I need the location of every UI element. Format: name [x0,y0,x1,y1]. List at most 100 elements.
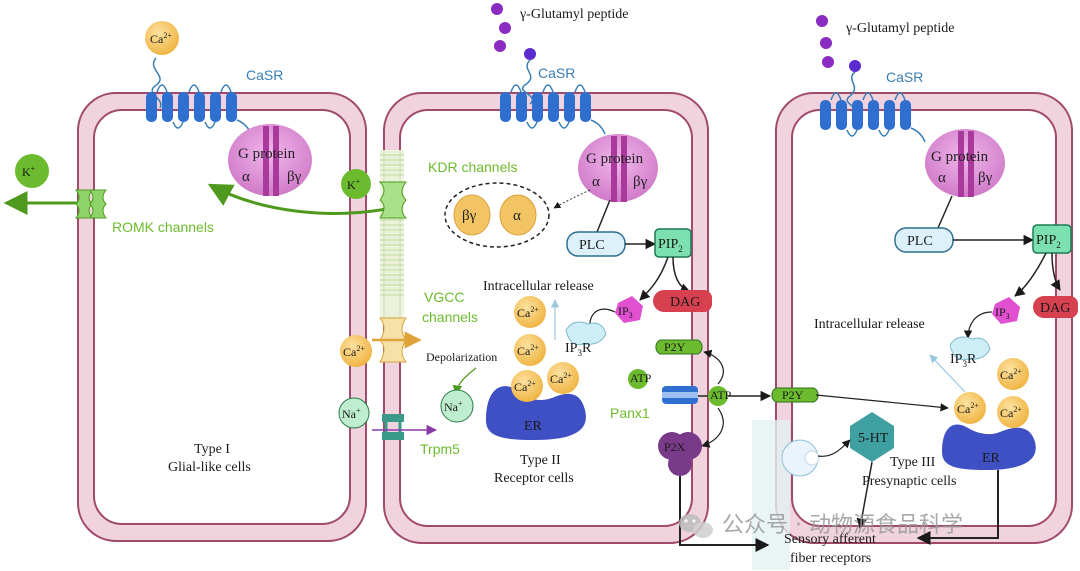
p2x-receptor: P2X [658,432,702,476]
svg-text:Na+: Na+ [342,406,361,421]
svg-text:Ca2+: Ca2+ [1000,405,1022,420]
svg-text:IP3: IP3 [618,304,633,320]
g-protein-2: G protein α βγ [578,134,658,202]
svg-text:P2Y: P2Y [664,340,686,354]
cell-3-subtitle: Presynaptic cells [862,474,956,489]
sensory-label-2: fiber receptors [790,551,871,566]
svg-text:G protein: G protein [586,151,644,167]
svg-text:βγ: βγ [287,169,302,185]
panx1-label: Panx1 [610,405,650,421]
er-3: ER [942,424,1036,470]
sensory-label-1: Sensory afferent [784,532,876,547]
watermark: 公众号 · 动物源食品科学 [679,513,963,538]
plc-3: PLC [894,227,954,253]
svg-text:IP3R: IP3R [950,352,977,369]
potassium-ion-kdr: K+ [341,169,371,199]
kdr-channel [378,181,408,219]
svg-text:Ca2+: Ca2+ [517,343,539,358]
p2y-receptor-2: P2Y [655,339,703,355]
potassium-ion-left: K+ [15,154,49,188]
svg-text:PIP2: PIP2 [1036,233,1061,250]
svg-text:α: α [938,170,946,186]
arrow-ip3-ip3r-3 [963,311,993,339]
svg-text:βγ: βγ [978,170,993,186]
g-protein-1: G protein α βγ [228,124,312,196]
casr-label-3: CaSR [886,69,923,85]
svg-text:α: α [242,169,250,185]
plc-2: PLC [566,231,626,257]
ip3-3: IP3 [992,297,1020,324]
cell-2-title: Type II [520,453,561,468]
arrow-pip2-dag-3 [1050,252,1061,291]
intracellular-release-label-2: Intracellular release [483,279,594,294]
peptide-label-right: γ-Glutamyl peptide [845,21,954,36]
svg-text:PLC: PLC [579,238,605,253]
svg-text:G protein: G protein [931,149,989,165]
arrow-p2x-sensory [679,476,770,552]
svg-text:PIP2: PIP2 [658,237,683,254]
svg-text:Ca2+: Ca2+ [514,379,536,394]
romk-channel [75,189,107,219]
arrow-pip2-ip3-2 [639,256,669,301]
arrow-kdr-to-romk [207,183,393,215]
arrow-5ht-sensory [856,461,873,530]
casr-receptor-2 [500,84,606,135]
ip3r-3: IP3R [949,336,991,369]
svg-text:PLC: PLC [907,234,933,249]
svg-text:DAG: DAG [1040,301,1070,316]
er-2: ER [486,386,586,440]
p2y-receptor-3: P2Y [771,387,819,403]
cell-2-subtitle: Receptor cells [494,471,574,486]
arrow-er3-sensory [916,470,999,545]
pip2-3: PIP2 [1032,224,1072,254]
sodium-ion-in: Na+ [440,389,474,423]
ip3-2: IP3 [615,296,643,323]
calcium-cluster-2: Ca2+ Ca2+ Ca2+ Ca2+ [511,296,579,402]
cell-type-1 [77,92,367,542]
gprotein-plc-link-2 [596,199,611,233]
svg-text:α: α [513,208,521,224]
vgcc-label-2: channels [422,309,478,325]
calcium-cluster-3: Ca2+ Ca2+ Ca2+ [954,358,1029,428]
watermark-text: 公众号 · 动物源食品科学 [722,513,963,538]
arrow-release-3 [929,354,966,393]
casr-receptor-3 [820,92,926,143]
svg-text:Na+: Na+ [444,399,463,414]
casr-label-1: CaSR [246,67,283,83]
svg-text:Ca2+: Ca2+ [517,305,539,320]
depolarization-label: Depolarization [426,350,497,364]
romk-label: ROMK channels [112,219,214,235]
arrow-pip2-ip3-3 [1014,252,1047,297]
svg-text:IP3R: IP3R [565,341,592,358]
casr-receptor-1 [146,57,252,135]
svg-text:ER: ER [524,419,543,434]
atp-outside: ATP [708,386,732,406]
dag-2: DAG [653,290,712,312]
svg-text:IP3: IP3 [995,305,1010,321]
serotonin-5ht: 5-HT [850,412,894,462]
svg-text:5-HT: 5-HT [858,431,889,446]
svg-text:DAG: DAG [670,295,700,310]
svg-text:P2Y: P2Y [782,388,804,402]
dissociated-subunits: βγ α [444,182,550,248]
arrow-vesicle-5ht [817,439,851,457]
svg-text:ATP: ATP [710,388,732,402]
svg-text:P2X: P2X [664,440,686,454]
atp-inside: ATP [628,369,652,389]
arrow-atp-p2y-2 [703,349,724,385]
gprotein-plc-link-3 [937,195,953,229]
g-protein-3: G protein α βγ [925,129,1005,197]
svg-text:α: α [592,174,600,190]
svg-text:ATP: ATP [630,371,652,385]
kdr-label: KDR channels [428,159,518,175]
svg-text:Ca2+: Ca2+ [1000,367,1022,382]
peptide-label-left: γ-Glutamyl peptide [519,7,628,22]
svg-text:Ca2+: Ca2+ [343,344,365,359]
membrane-ribs [380,150,404,320]
svg-text:Ca2+: Ca2+ [550,371,572,386]
intracellular-release-label-3: Intracellular release [814,317,925,332]
peptide-chain-left [491,3,536,105]
trpm5-label: Trpm5 [420,441,460,457]
svg-text:ER: ER [982,451,1001,466]
svg-text:G protein: G protein [238,146,296,162]
